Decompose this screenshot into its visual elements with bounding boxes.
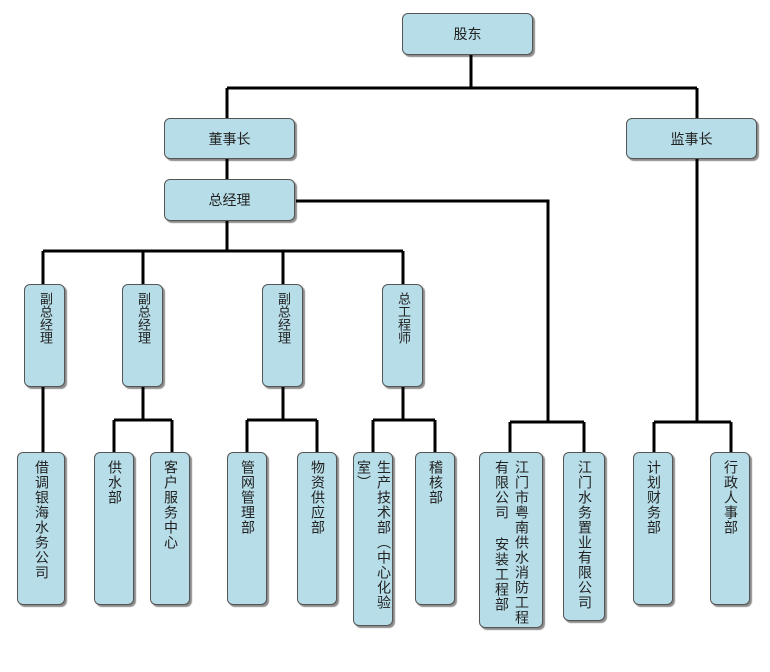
node-label: 借调银海水务公司 (33, 460, 49, 580)
node-vice-general-manager-3: 副总经理 (262, 284, 303, 387)
node-general-manager: 总经理 (164, 179, 295, 221)
node-vice-general-manager-1: 副总经理 (24, 284, 65, 387)
node-label: 总经理 (208, 193, 251, 209)
node-chairman: 董事长 (164, 118, 295, 159)
node-supervisor: 监事长 (626, 118, 757, 159)
node-dept-pipe-network: 管网管理部 (227, 452, 267, 605)
node-label-line-1: 江门市粤南供水消防工程 (513, 460, 529, 625)
node-dept-audit: 稽核部 (415, 452, 455, 605)
node-dept-planning-finance: 计划财务部 (633, 452, 673, 605)
node-label: 生产技术部（中心化验室） (355, 460, 391, 610)
node-label: 董事长 (208, 131, 251, 148)
node-label: 副总经理 (135, 292, 150, 344)
node-chief-engineer: 总工程师 (382, 284, 423, 387)
node-label: 副总经理 (275, 292, 290, 344)
node-label: 副总经理 (37, 292, 52, 344)
node-label: 股东 (453, 27, 482, 43)
node-label-line-2: 有限公司 安装工程部 (493, 460, 509, 612)
node-dept-customer-service: 客户服务中心 (150, 452, 190, 605)
node-dept-material-supply: 物资供应部 (297, 452, 337, 605)
node-sub-realestate: 江门水务置业有限公司 (563, 452, 605, 621)
node-label: 计划财务部 (645, 460, 661, 535)
node-dept-admin-hr: 行政人事部 (710, 452, 750, 605)
node-label: 行政人事部 (722, 460, 738, 535)
node-label: 监事长 (670, 131, 713, 148)
node-label: 管网管理部 (239, 460, 255, 535)
node-label: 稽核部 (427, 460, 443, 505)
node-label: 江门水务置业有限公司 (576, 460, 592, 610)
node-vice-general-manager-2: 副总经理 (122, 284, 163, 387)
node-label: 总工程师 (395, 292, 410, 344)
node-dept-water-supply: 供水部 (94, 452, 134, 605)
node-dept-jiediao: 借调银海水务公司 (17, 452, 65, 605)
node-label: 客户服务中心 (162, 460, 178, 550)
node-label: 物资供应部 (309, 460, 325, 535)
node-sub-installation: 江门市粤南供水消防工程 有限公司 安装工程部 (479, 452, 543, 628)
node-shareholders: 股东 (402, 13, 533, 55)
node-label: 供水部 (106, 460, 122, 505)
node-dept-production-tech: 生产技术部（中心化验室） (353, 452, 393, 626)
